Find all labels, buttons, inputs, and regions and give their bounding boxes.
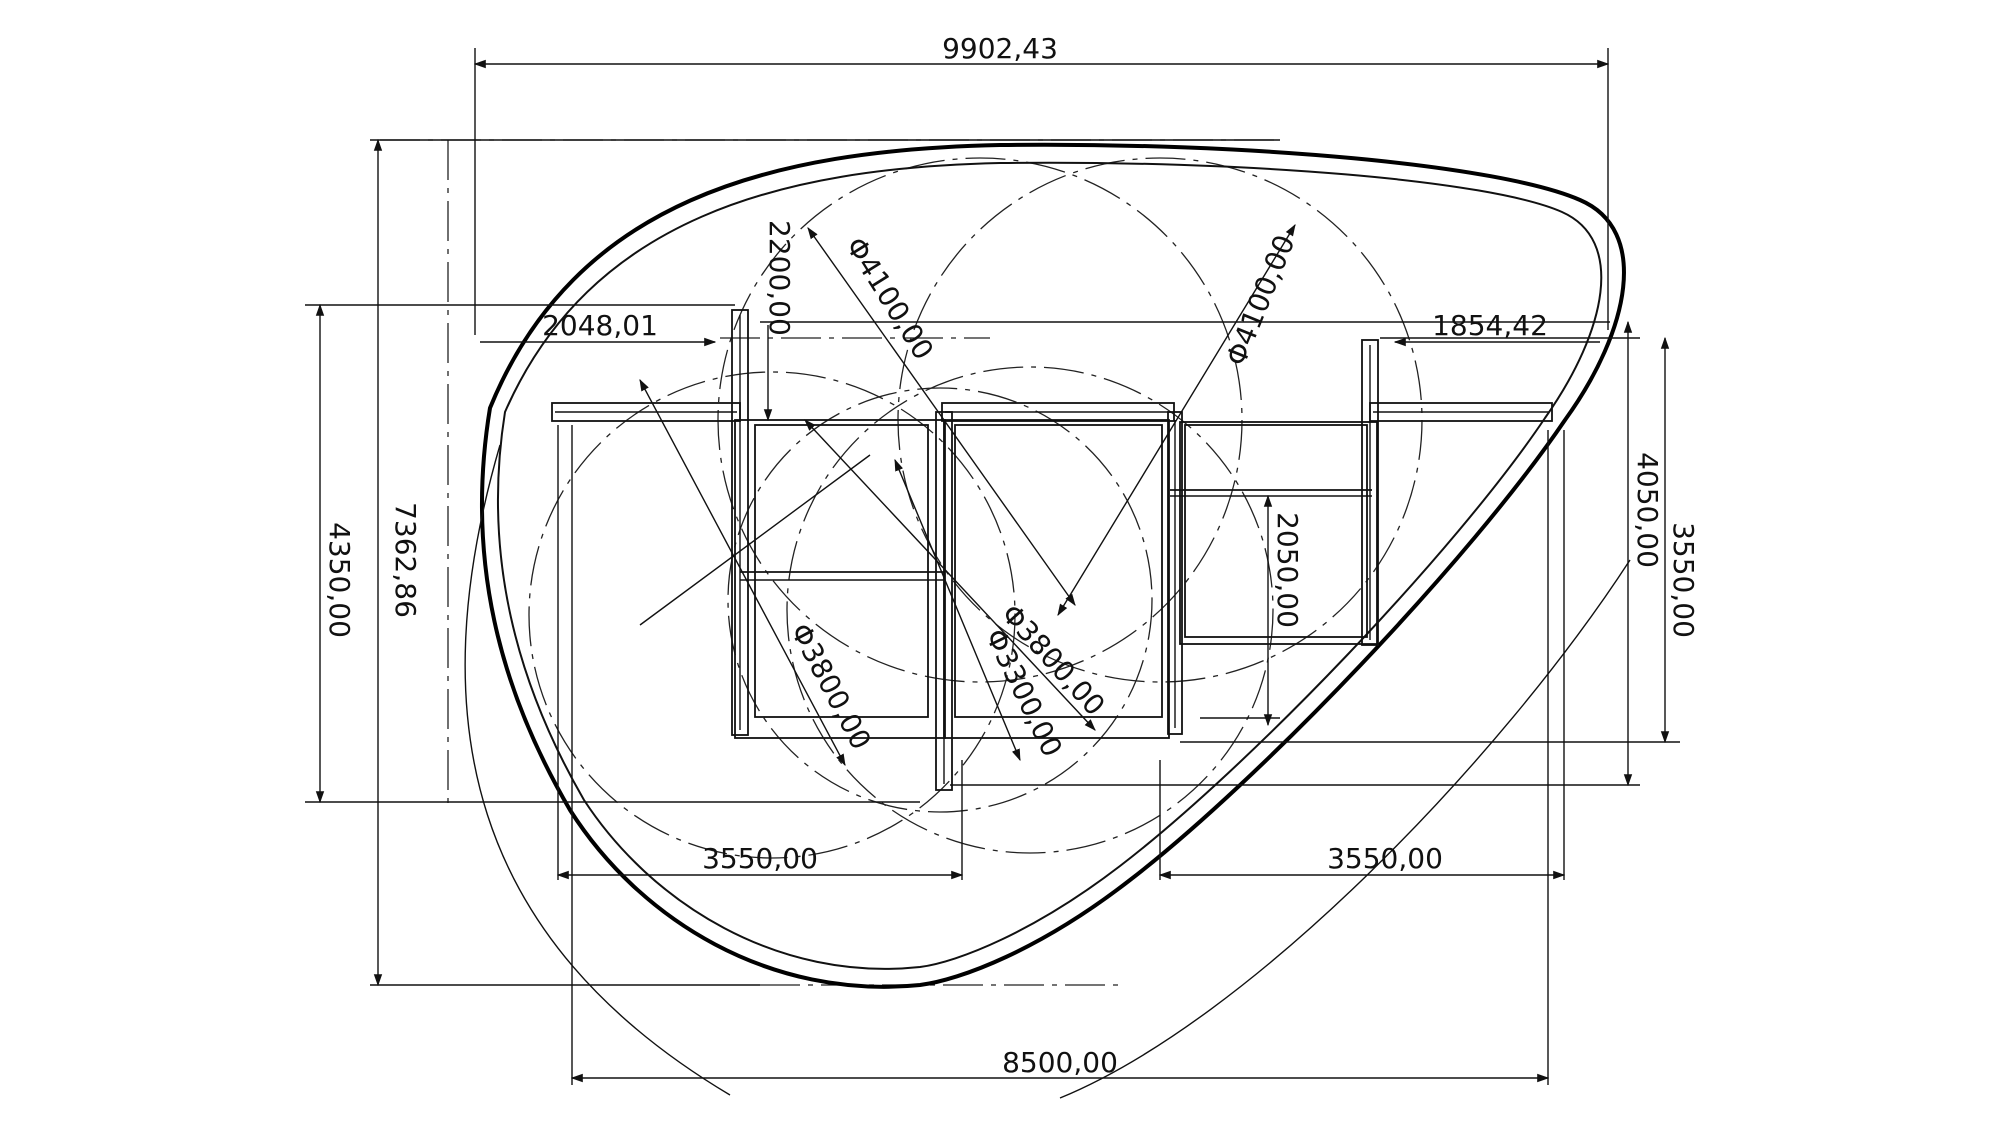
dim-left-offset: 2048,01 xyxy=(542,309,658,342)
dim-span-right: 3550,00 xyxy=(1327,842,1443,875)
dim-height-right-outer: 4050,00 xyxy=(1631,452,1664,568)
dim-top-offset: 2200,00 xyxy=(763,220,796,336)
large-arcs xyxy=(464,444,1631,1099)
dim-height-left: 4350,00 xyxy=(323,522,356,638)
diameter-label-1: Φ4100,00 xyxy=(839,231,940,365)
dim-right-offset: 1854,42 xyxy=(1432,309,1548,342)
diameter-leaders xyxy=(639,223,1296,767)
diameter-label-2: Φ4100,00 xyxy=(1219,230,1301,370)
diameter-label-3: Φ3800,00 xyxy=(784,618,878,755)
dim-base-width: 8500,00 xyxy=(1002,1046,1118,1079)
extension-lines xyxy=(305,48,1680,1085)
dim-overall-width: 9902,43 xyxy=(942,32,1058,65)
centerlines xyxy=(380,139,1280,986)
dimension-lines xyxy=(315,59,1670,1083)
dim-inner-height: 2050,00 xyxy=(1271,512,1304,628)
dim-height-total: 7362,86 xyxy=(389,502,422,618)
dim-height-right-inner: 3550,00 xyxy=(1667,522,1700,638)
dimension-labels: 9902,43 7362,86 4350,00 2200,00 2048,01 … xyxy=(323,32,1700,1079)
dim-span-left: 3550,00 xyxy=(702,842,818,875)
egg-outline xyxy=(480,142,1626,989)
